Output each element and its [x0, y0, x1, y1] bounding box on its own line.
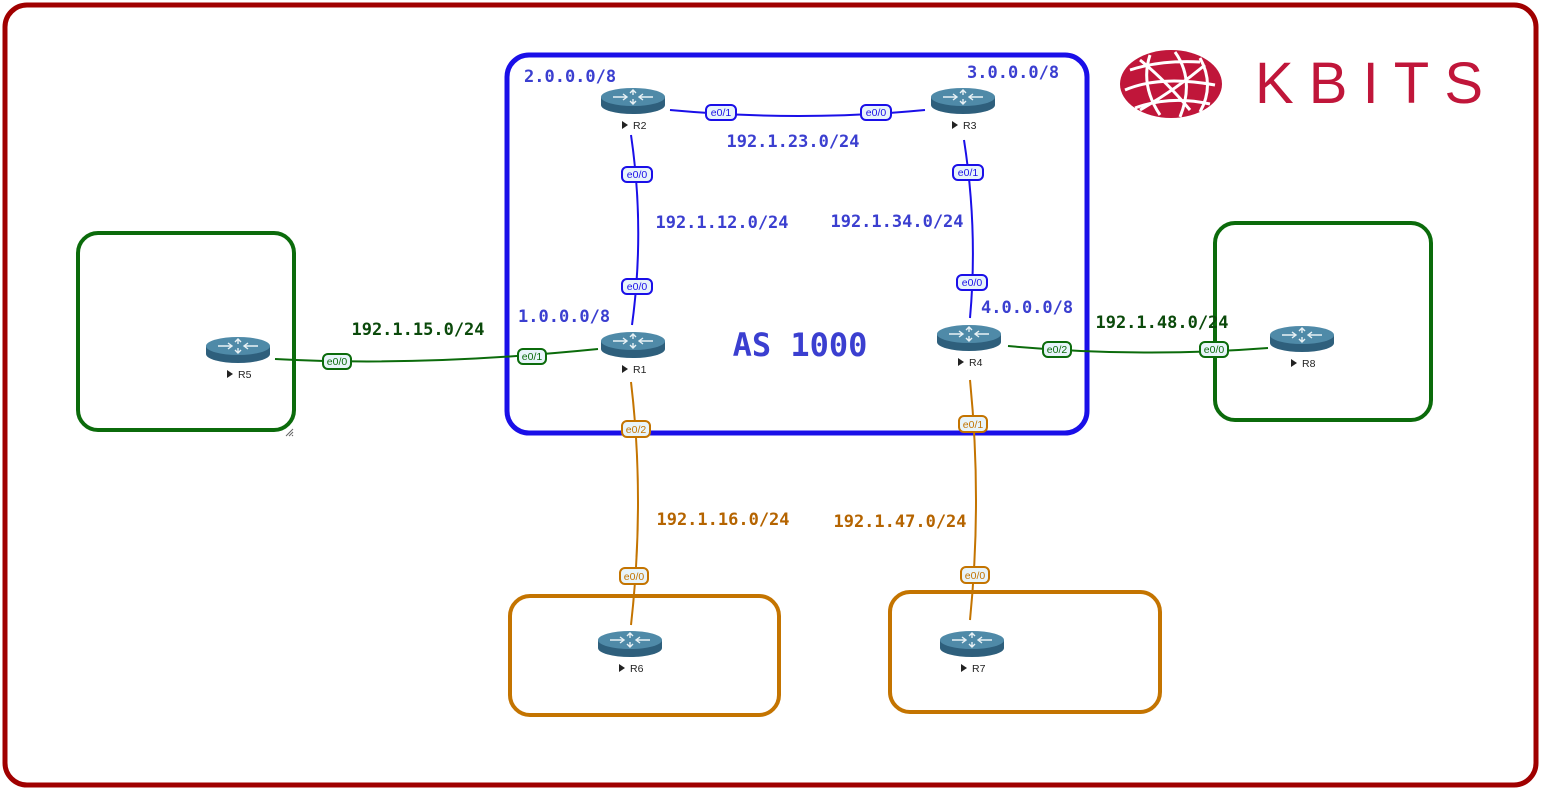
if-badge-r1-e0-1[interactable]: e0/1: [517, 348, 547, 365]
router-icon: [936, 324, 1002, 352]
play-icon: [952, 121, 958, 129]
router-icon: [597, 630, 663, 658]
network-label-r2: 2.0.0.0/8: [524, 67, 616, 87]
router-r2[interactable]: R2: [600, 87, 666, 132]
if-label: e0/2: [626, 424, 647, 436]
subnet-label-r5-r1: 192.1.15.0/24: [351, 320, 484, 340]
as-1000-box[interactable]: [504, 52, 1090, 436]
link-r4-r8[interactable]: [1007, 345, 1269, 354]
router-r8[interactable]: R8: [1269, 325, 1335, 370]
router-label: R1: [633, 364, 647, 376]
if-label: e0/0: [1204, 344, 1225, 356]
if-label: e0/0: [962, 277, 983, 289]
router-label: R5: [238, 369, 252, 381]
if-badge-r6-e0-0[interactable]: e0/0: [619, 567, 649, 585]
if-badge-r5-e0-0[interactable]: e0/0: [322, 353, 352, 370]
link-r2-r3[interactable]: [669, 109, 926, 117]
if-label: e0/0: [627, 169, 648, 181]
if-label: e0/0: [624, 571, 645, 583]
router-label: R3: [963, 120, 977, 132]
router-icon: [1269, 325, 1335, 353]
play-icon: [622, 121, 628, 129]
if-label: e0/1: [522, 351, 543, 363]
network-label-r3: 3.0.0.0/8: [967, 63, 1059, 83]
logo-text: KBITS: [1255, 51, 1503, 116]
if-label: e0/0: [327, 356, 348, 368]
router-r3[interactable]: R3: [930, 87, 996, 132]
if-label: e0/1: [711, 107, 732, 119]
link-r3-r4[interactable]: [963, 139, 974, 319]
subnet-label-r4-r8: 192.1.48.0/24: [1095, 313, 1228, 333]
if-label: e0/1: [958, 167, 979, 179]
play-icon: [619, 664, 625, 672]
subnet-label-r3-r4: 192.1.34.0/24: [830, 212, 963, 232]
play-icon: [227, 370, 233, 378]
router-r5[interactable]: R5: [205, 336, 271, 381]
play-icon: [958, 358, 964, 366]
r5-area-box[interactable]: [76, 231, 296, 432]
link-r1-r2[interactable]: [630, 134, 640, 326]
play-icon: [961, 664, 967, 672]
globe-icon: [1120, 50, 1222, 118]
router-label: R4: [969, 357, 983, 369]
router-label: R7: [972, 663, 986, 675]
router-r1[interactable]: R1: [600, 331, 666, 376]
play-icon: [622, 365, 628, 373]
router-r4[interactable]: R4: [936, 324, 1002, 369]
router-label: R6: [630, 663, 644, 675]
if-label: e0/2: [1047, 344, 1068, 356]
as-label: AS 1000: [733, 326, 868, 364]
router-icon: [600, 87, 666, 115]
link-r4-r7[interactable]: [969, 379, 977, 621]
if-label: e0/0: [627, 281, 648, 293]
link-r1-r6[interactable]: [630, 381, 639, 626]
link-r5-r1[interactable]: [274, 348, 599, 363]
subnet-label-r4-r7: 192.1.47.0/24: [833, 512, 966, 532]
if-badge-r1-e0-2[interactable]: e0/2: [621, 420, 651, 438]
router-icon: [600, 331, 666, 359]
subnet-label-r1-r2: 192.1.12.0/24: [655, 213, 788, 233]
if-label: e0/0: [866, 107, 887, 119]
r8-area-box[interactable]: [1213, 221, 1433, 422]
subnet-label-r1-r6: 192.1.16.0/24: [656, 510, 789, 530]
router-icon: [205, 336, 271, 364]
if-badge-r4-e0-0[interactable]: e0/0: [956, 274, 988, 291]
subnet-label-r2-r3: 192.1.23.0/24: [726, 132, 859, 152]
r7-area-box[interactable]: [888, 590, 1162, 714]
resize-handle-icon[interactable]: [285, 428, 294, 437]
if-badge-r2-e0-0[interactable]: e0/0: [621, 166, 653, 183]
router-icon: [930, 87, 996, 115]
if-label: e0/1: [963, 419, 984, 431]
if-badge-r4-e0-2[interactable]: e0/2: [1042, 341, 1072, 358]
if-badge-r4-e0-1[interactable]: e0/1: [958, 415, 988, 433]
if-badge-r1-e0-0[interactable]: e0/0: [621, 278, 653, 295]
if-badge-r3-e0-0[interactable]: e0/0: [860, 104, 892, 121]
if-badge-r3-e0-1[interactable]: e0/1: [952, 164, 984, 181]
r6-area-box[interactable]: [508, 594, 781, 717]
network-label-r4: 4.0.0.0/8: [981, 298, 1073, 318]
play-icon: [1291, 359, 1297, 367]
router-label: R8: [1302, 358, 1316, 370]
if-badge-r8-e0-0[interactable]: e0/0: [1199, 341, 1229, 358]
if-badge-r2-e0-1[interactable]: e0/1: [705, 104, 737, 121]
router-icon: [939, 630, 1005, 658]
if-label: e0/0: [965, 570, 986, 582]
network-label-r1: 1.0.0.0/8: [518, 307, 610, 327]
router-r6[interactable]: R6: [597, 630, 663, 675]
router-label: R2: [633, 120, 647, 132]
router-r7[interactable]: R7: [939, 630, 1005, 675]
kbits-logo: KBITS: [1120, 50, 1503, 118]
if-badge-r7-e0-0[interactable]: e0/0: [960, 566, 990, 584]
